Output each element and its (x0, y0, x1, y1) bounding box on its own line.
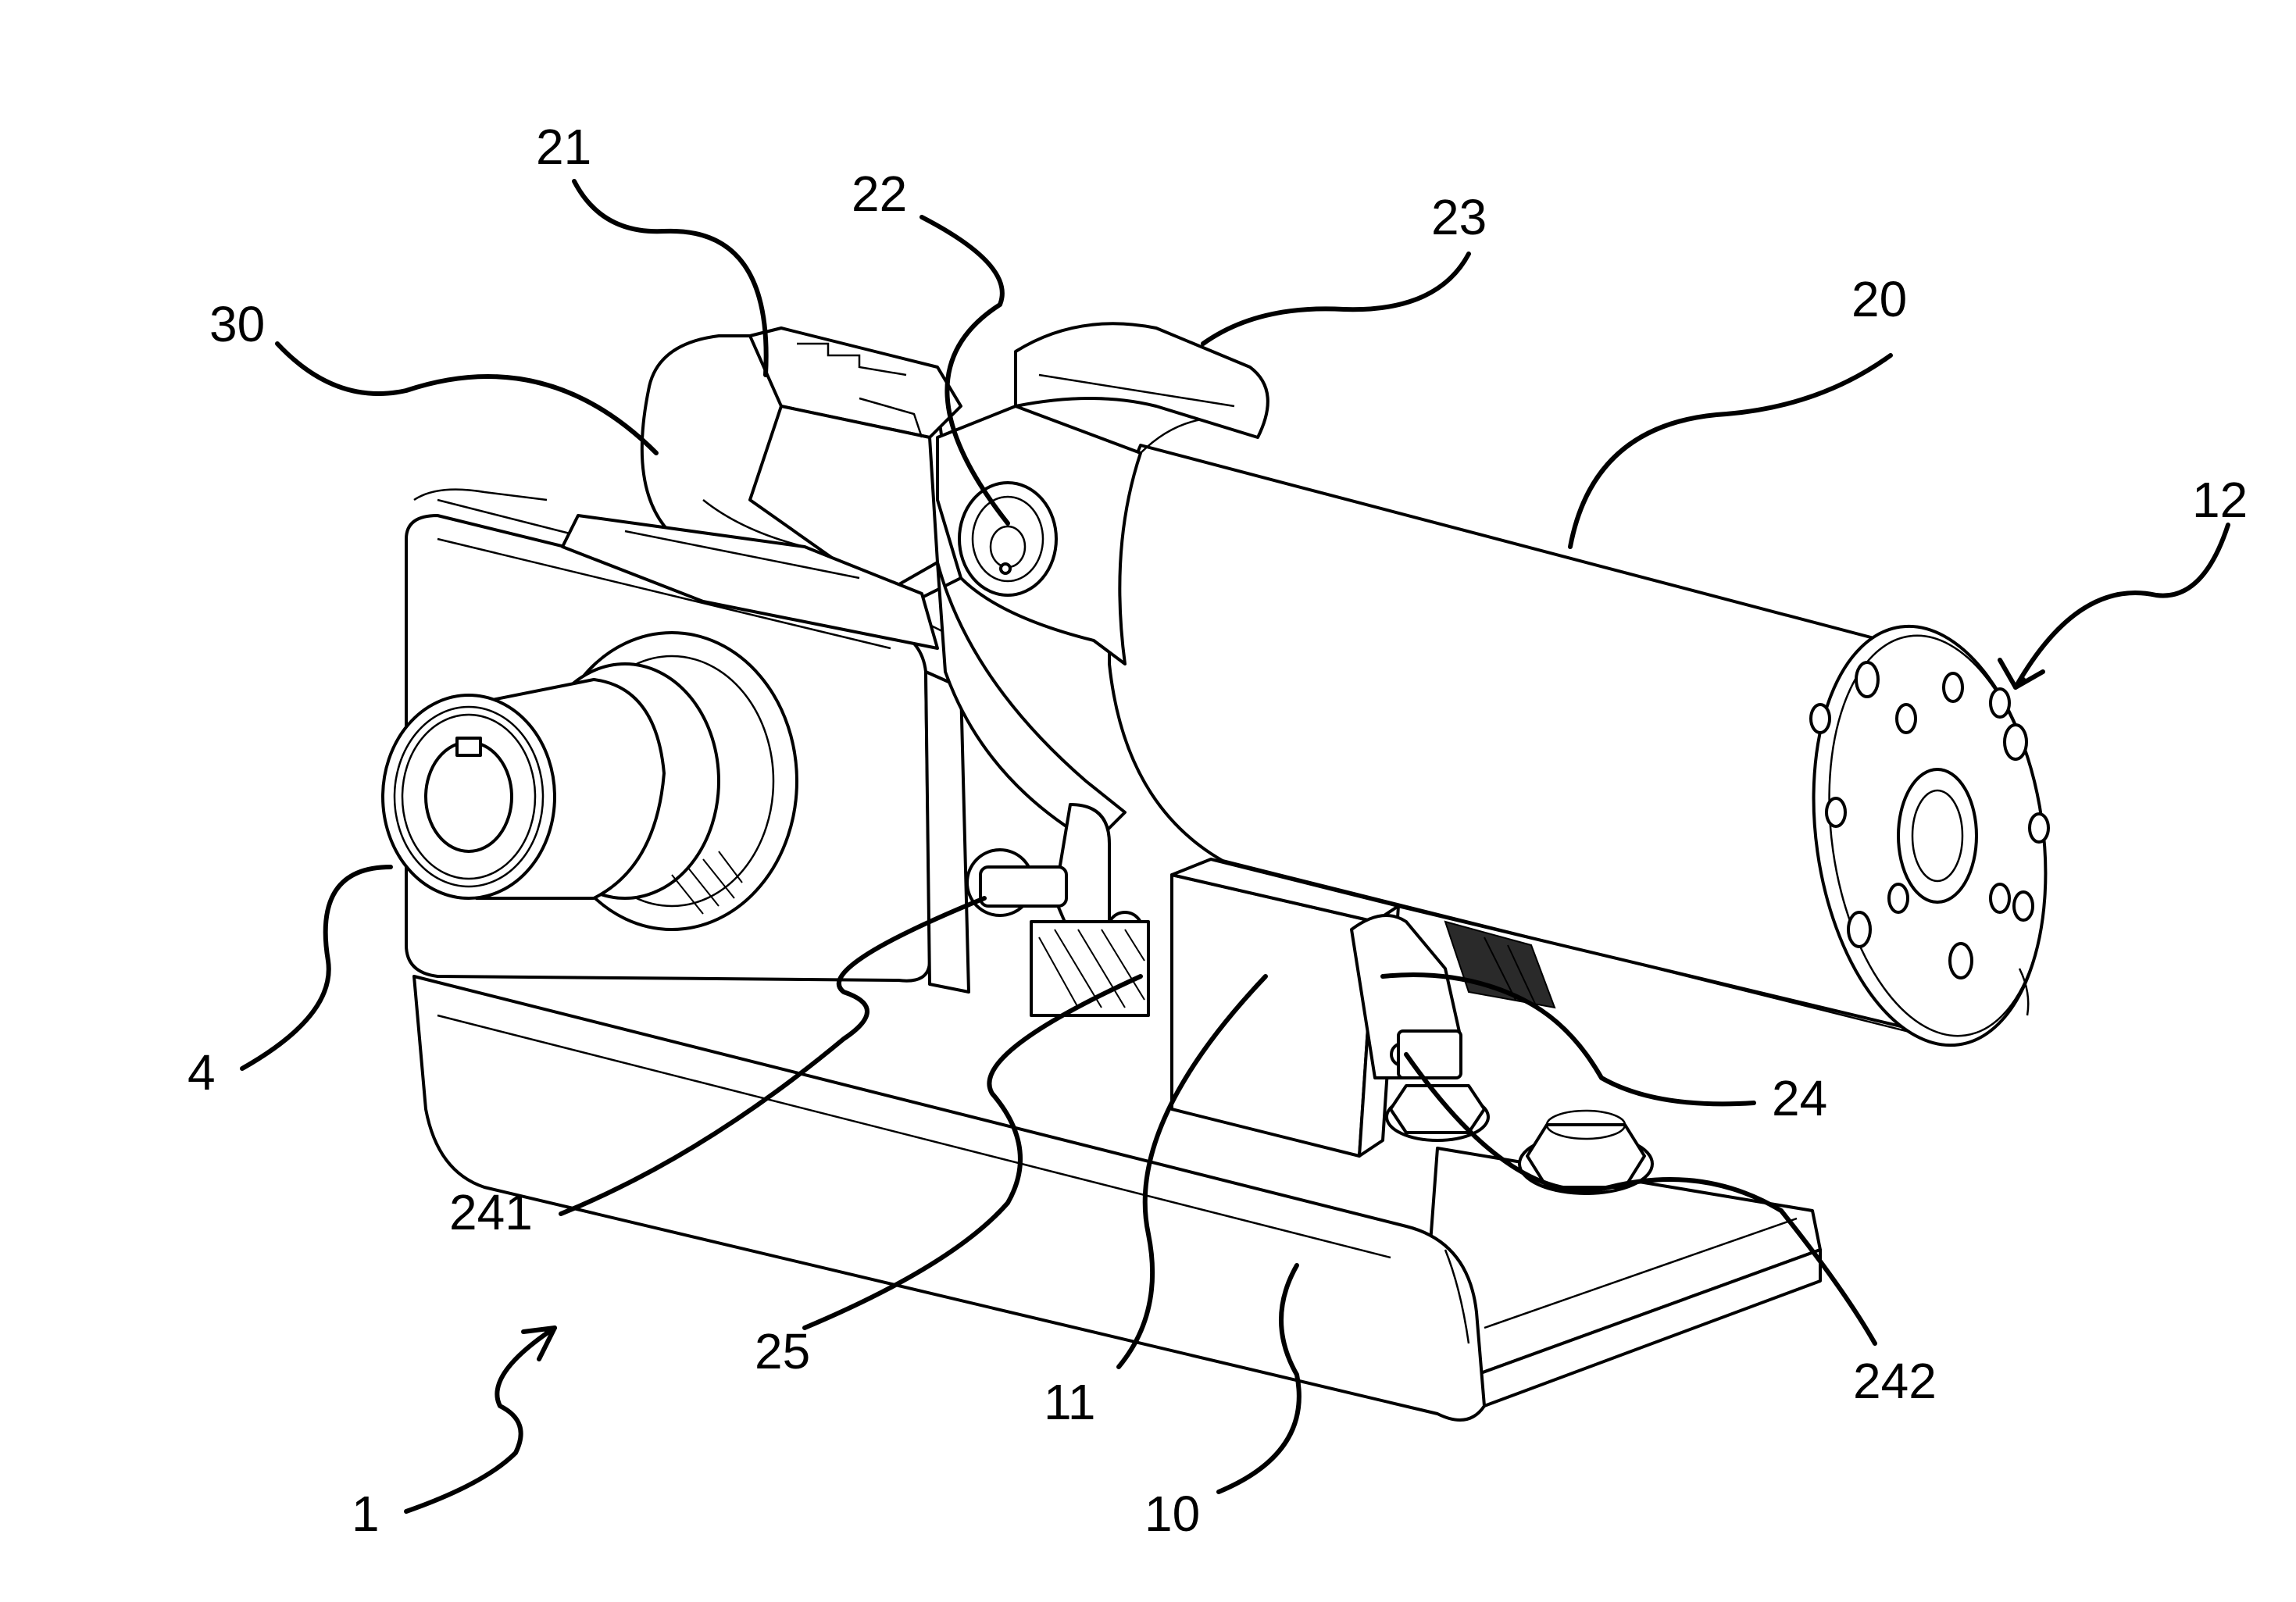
label-30: 30 (209, 296, 265, 352)
arrow-1 (523, 1328, 555, 1359)
label-10: 10 (1144, 1486, 1200, 1542)
base-bracket (414, 976, 1820, 1420)
leader-20 (1570, 355, 1891, 547)
label-242: 242 (1853, 1353, 1937, 1409)
leader-30 (277, 344, 656, 453)
label-241: 241 (449, 1184, 533, 1240)
leader-12 (2016, 525, 2228, 687)
label-20: 20 (1851, 271, 1907, 327)
label-25: 21 (536, 119, 591, 175)
label-23: 24 (1772, 1070, 1827, 1126)
label-12: 12 (2192, 472, 2248, 528)
label-24: 25 (755, 1323, 810, 1379)
label-21: 23 (1431, 189, 1487, 245)
label-1: 1 (352, 1486, 380, 1542)
leader-4 (242, 867, 391, 1069)
label-11: 11 (1044, 1374, 1095, 1430)
label-4: 4 (187, 1044, 216, 1101)
leader-21 (1203, 254, 1469, 344)
leader-1 (406, 1328, 555, 1511)
label-22: 22 (852, 166, 907, 222)
